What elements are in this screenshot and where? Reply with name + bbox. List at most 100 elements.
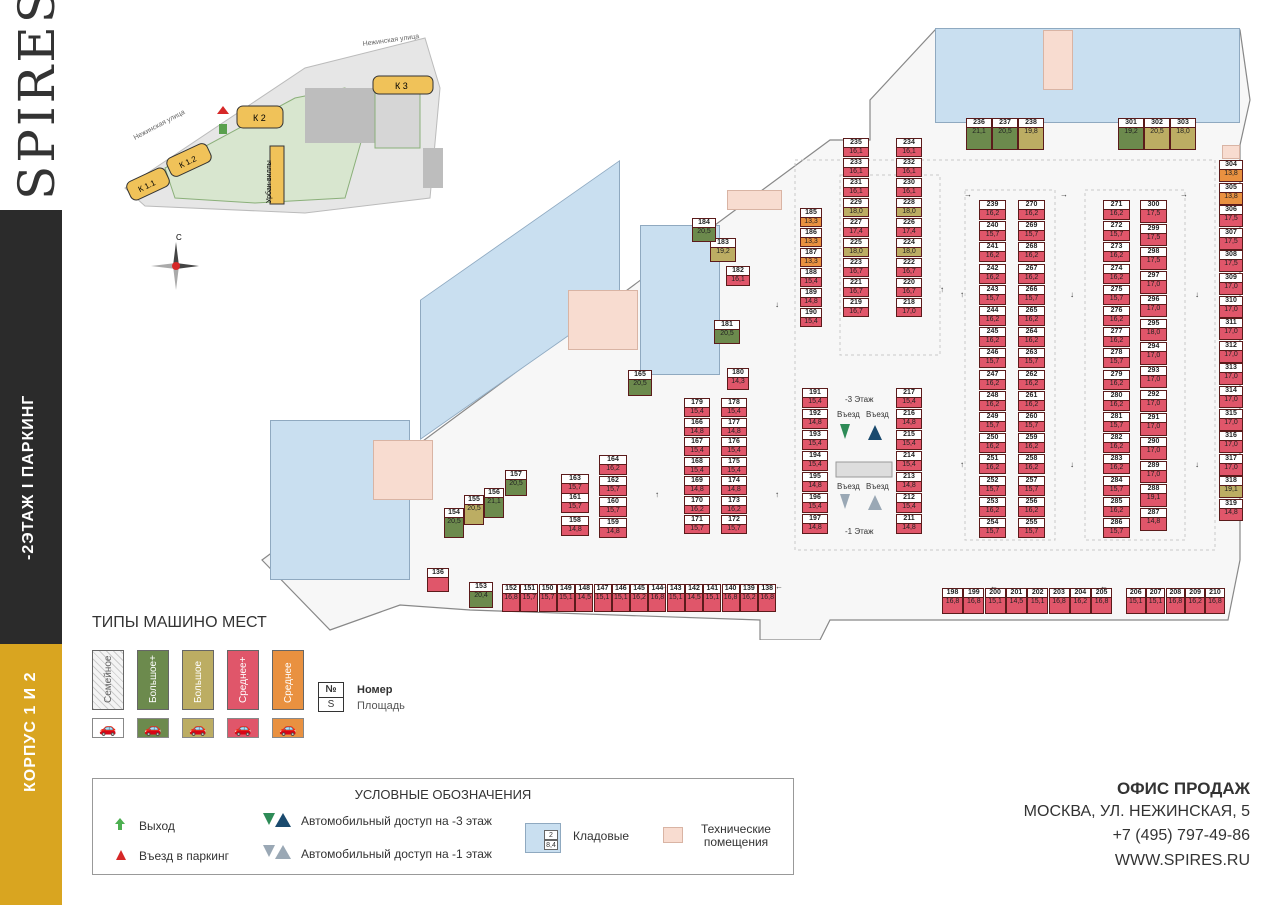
parking-spot-136[interactable]: 136 (427, 568, 449, 592)
